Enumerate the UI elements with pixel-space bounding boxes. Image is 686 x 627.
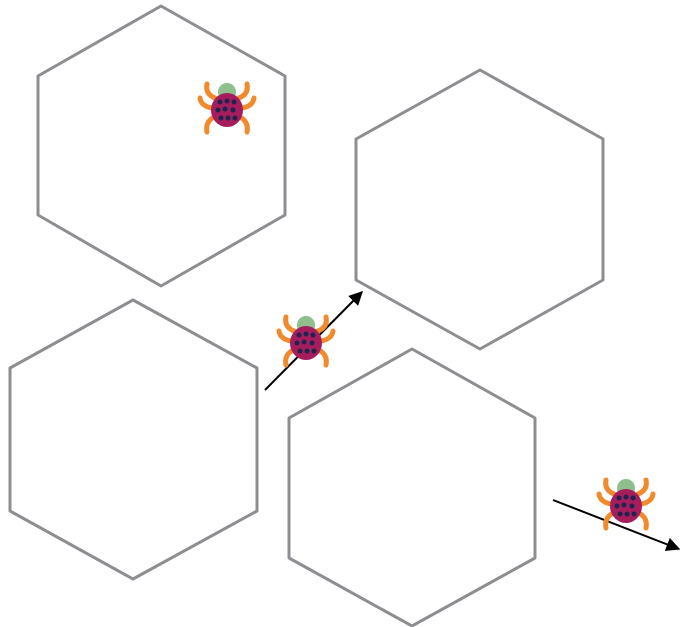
ladybug-icon [200, 83, 254, 132]
ladybug-icon [279, 316, 333, 365]
ladybug-inside-top-left-hexagon [200, 83, 254, 132]
ladybug-icon [599, 479, 653, 528]
hexagon-bottom-left [8, 298, 259, 581]
ladybug-between-hexagons [279, 316, 333, 365]
ladybug-right-edge [599, 479, 653, 528]
hexagon-top-right [354, 68, 605, 351]
hexagon-bottom-middle [287, 347, 537, 627]
arrow-down-right [552, 499, 681, 551]
hexagon-top-left [36, 4, 287, 288]
